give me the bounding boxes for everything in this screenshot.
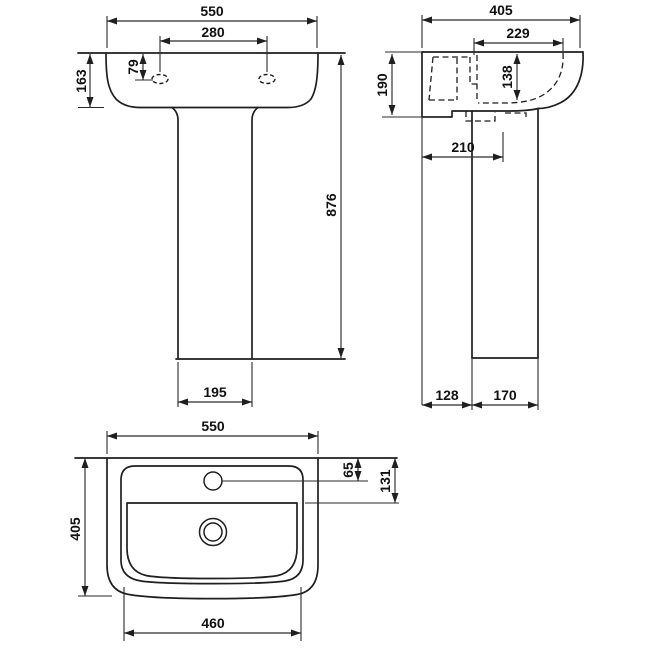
side-dim-outlet-distance: 210 — [422, 132, 504, 162]
plan-overall-width-label: 550 — [201, 418, 225, 434]
side-dim-wall-gap: 128 — [422, 387, 472, 409]
side-basin-front-curve — [537, 51, 584, 110]
plan-overall-depth-label: 405 — [67, 517, 83, 541]
front-tap-centres-label: 280 — [201, 24, 225, 40]
plan-tap-offset-label: 65 — [340, 462, 356, 478]
side-bowl-inner-curve — [478, 52, 564, 104]
side-back-channel-hidden — [428, 55, 478, 101]
plan-dim-bowl-width: 460 — [123, 587, 302, 641]
plan-bowl-outline — [126, 502, 298, 580]
plan-bowl-offset-label: 131 — [377, 469, 393, 493]
plan-dim-overall-width: 550 — [106, 418, 319, 454]
front-tap-hole-right — [258, 73, 276, 85]
front-dim-pedestal-width: 195 — [177, 362, 253, 407]
front-dim-basin-height: 163 — [73, 54, 104, 109]
side-pedestal-extension-lines — [471, 358, 539, 410]
plan-tap-hole — [203, 471, 223, 491]
side-dim-bowl-depth: 229 — [473, 25, 564, 55]
side-bowl-depth-label: 229 — [506, 25, 530, 41]
plan-dim-overall-depth: 405 — [67, 458, 112, 597]
side-trap-hidden — [465, 111, 527, 122]
plan-drain-outer — [198, 517, 228, 547]
plan-dim-bowl-offset: 131 — [377, 458, 399, 503]
plan-dim-tap-offset: 65 — [340, 458, 362, 481]
front-view: 550 280 79 163 876 195 — [73, 3, 346, 407]
front-basin-outline — [105, 52, 319, 109]
front-pedestal-left-edge — [171, 106, 179, 359]
plan-outer-outline — [106, 457, 319, 600]
front-tap-drop-label: 79 — [125, 59, 141, 75]
plan-inner-rim — [120, 465, 304, 585]
front-tap-hole-left — [151, 73, 169, 85]
side-basin-height-label: 190 — [374, 73, 390, 97]
side-pedestal-depth-label: 170 — [493, 387, 517, 403]
plan-view: 550 405 65 131 460 — [67, 418, 399, 641]
plan-bowl-width-label: 460 — [201, 615, 225, 631]
front-overall-width-label: 550 — [200, 3, 224, 19]
side-bowl-height-label: 138 — [499, 65, 515, 89]
front-dim-overall-height: 876 — [323, 55, 345, 358]
front-basin-height-label: 163 — [73, 69, 89, 93]
side-view: 405 229 190 138 210 128 — [374, 2, 584, 410]
front-dim-overall-width: 550 — [106, 3, 318, 48]
front-pedestal-right-edge — [251, 106, 259, 359]
front-dim-tap-centres: 280 — [159, 24, 268, 72]
plan-drain-inner — [203, 522, 223, 542]
side-basin-underside — [421, 51, 539, 118]
side-dim-basin-height: 190 — [374, 51, 449, 118]
front-overall-height-label: 876 — [323, 193, 339, 217]
front-dim-tap-drop: 79 — [125, 54, 153, 81]
side-dim-pedestal-depth: 170 — [472, 387, 538, 409]
side-dim-bowl-height: 138 — [499, 54, 521, 100]
side-outlet-distance-label: 210 — [451, 139, 475, 155]
side-dim-overall-depth: 405 — [421, 2, 581, 48]
side-wall-gap-label: 128 — [435, 387, 459, 403]
front-pedestal-width-label: 195 — [203, 384, 227, 400]
side-overall-depth-label: 405 — [489, 2, 513, 18]
